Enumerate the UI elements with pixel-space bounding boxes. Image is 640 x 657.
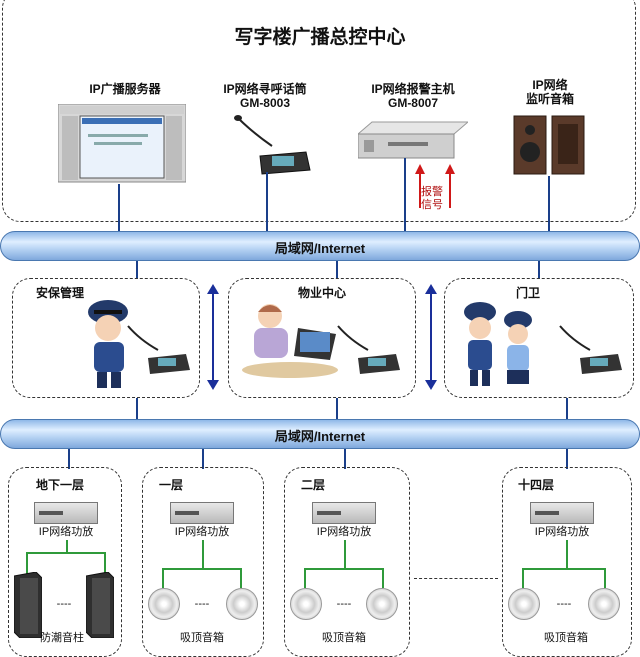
ip-amplifier-icon [530,502,594,524]
column-speaker-icon [86,572,114,638]
floor-name: 一层 [158,478,183,492]
alarm-label-1: IP网络报警主机 [371,82,455,96]
alarm-label-2: GM-8007 [387,96,439,110]
dashes: ---- [336,598,352,610]
alarm-host-icon [358,121,468,159]
speaker-wire [566,540,568,568]
monitor-speaker-icon [513,115,585,175]
network-label-top: 局域网/Internet [274,241,366,256]
double-arrow-icon [207,284,219,390]
speaker-wire [162,568,242,570]
amplifier-label: IP网络功放 [174,526,230,538]
floor-link [68,449,70,469]
security-box [12,278,200,398]
ceiling-speaker-icon [290,588,322,620]
server-label: IP广播服务器 [89,82,161,96]
speaker-label: 吸顶音箱 [544,632,588,644]
speaker-label: 防潮音柱 [40,632,84,644]
ceiling-speaker-icon [366,588,398,620]
speaker-wire [240,568,242,588]
property-staff-icon [242,304,338,378]
mic-label-2: GM-8003 [239,96,291,110]
amplifier-label: IP网络功放 [316,526,372,538]
property-link-top [336,261,338,279]
speaker-wire [522,568,606,570]
alarm-signal-text-2: 信号 [421,199,443,211]
ip-amplifier-icon [34,502,98,524]
property-box [228,278,416,398]
server-link [118,184,120,234]
security-officer-icon [88,300,128,388]
speaker-wire [104,552,106,574]
guard-link-bottom [566,398,568,420]
network-pipe-bottom: 局域网/Internet [0,419,640,449]
floor-box-2 [284,467,410,657]
speaker-wire [202,540,204,568]
speaker-wire [26,552,106,554]
network-pipe-top: 局域网/Internet [0,231,640,261]
speaker-wire [304,568,306,588]
floor-link [202,449,204,469]
alarm-signal-text-1: 报警 [421,186,443,198]
speaker-wire [604,568,606,588]
ceiling-speaker-icon [148,588,180,620]
speaker-wire [344,540,346,568]
speaker-wire [522,568,524,588]
ceiling-speaker-icon [508,588,540,620]
security-link-bottom [136,398,138,420]
property-link-bottom [336,398,338,420]
paging-microphone-icon [234,115,311,175]
dashes: ---- [556,598,572,610]
guard-link-top [538,261,540,279]
floor-name: 地下一层 [35,478,84,492]
guard-label: 门卫 [515,286,540,300]
alarm-signal-arrows [415,164,455,208]
server-icon [58,104,186,183]
control-center-box [2,0,636,222]
security-microphone-icon [127,325,190,374]
mic-link [266,172,268,234]
dashes: ---- [56,598,72,610]
ceiling-speaker-icon [588,588,620,620]
speaker-wire [66,540,68,552]
dashes: ---- [194,598,210,610]
speaker-wire [26,552,28,574]
floor-name: 二层 [300,478,325,492]
guard-officers-icon [464,302,532,386]
floor-link [344,449,346,469]
property-label: 物业中心 [297,286,346,300]
ip-amplifier-icon [312,502,376,524]
speaker-wire [382,568,384,588]
monitor-label-1: IP网络 [532,78,568,92]
floor-gap-dashes [414,578,498,579]
speaker-wire [304,568,384,570]
property-microphone-icon [337,325,400,374]
speaker-label: 吸顶音箱 [180,632,224,644]
floor-name: 十四层 [517,478,554,492]
guard-microphone-icon [559,325,622,374]
speaker-label: 吸顶音箱 [322,632,366,644]
column-speaker-icon [14,572,42,638]
ceiling-speaker-icon [226,588,258,620]
double-arrow-icon [425,284,437,390]
security-label: 安保管理 [35,286,84,300]
monitor-label-2: 监听音箱 [525,92,574,106]
monitor-link [548,176,550,234]
security-link-top [136,261,138,279]
amplifier-label: IP网络功放 [534,526,590,538]
diagram-title: 写字楼广播总控中心 [234,27,406,48]
amplifier-label: IP网络功放 [38,526,94,538]
ip-amplifier-icon [170,502,234,524]
floor-link [566,449,568,469]
guard-box [444,278,634,398]
network-label-bottom: 局域网/Internet [274,429,366,444]
speaker-wire [162,568,164,588]
alarm-link [404,158,406,234]
mic-label-1: IP网络寻呼话筒 [223,82,307,96]
